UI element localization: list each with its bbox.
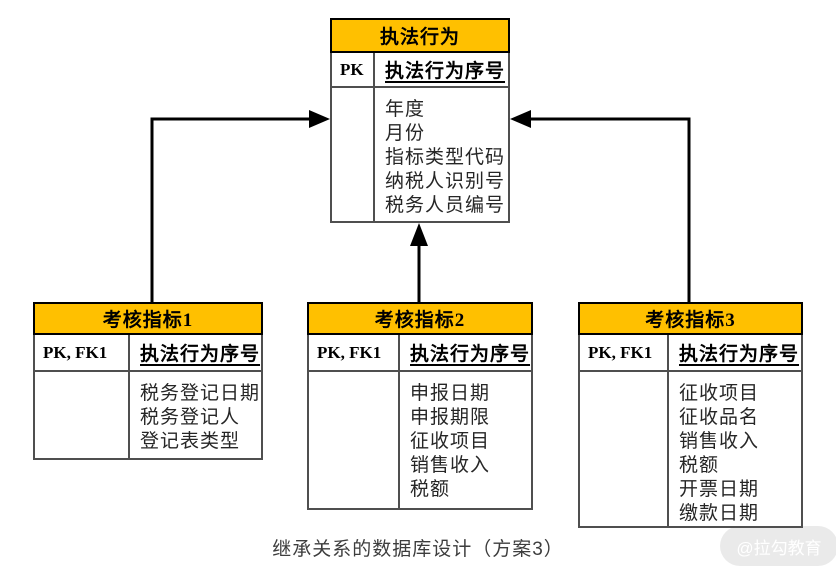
key-field: 执法行为序号 [410, 344, 531, 365]
field-item: 税额 [679, 455, 720, 476]
entity-title: 执法行为 [330, 18, 510, 53]
key-label: PK, FK1 [309, 335, 400, 370]
field-item: 年度 [385, 99, 426, 120]
key-label: PK, FK1 [35, 335, 130, 370]
entity-title: 考核指标1 [33, 302, 263, 335]
key-field: 执法行为序号 [140, 344, 261, 365]
key-column-spacer [332, 88, 375, 221]
field-item: 指标类型代码 [385, 147, 506, 168]
field-list: 申报日期申报期限征收项目销售收入税额 [400, 372, 531, 508]
key-field: 执法行为序号 [385, 61, 506, 82]
field-item: 税务登记日期 [140, 383, 261, 404]
connector-child2-to-parent [410, 223, 428, 302]
field-item: 申报日期 [410, 383, 491, 404]
key-label: PK [332, 53, 375, 86]
field-item: 销售收入 [679, 431, 760, 452]
entity-table-child2: 考核指标2 PK, FK1 执法行为序号 申报日期申报期限征收项目销售收入税额 [307, 302, 533, 510]
entity-table-child3: 考核指标3 PK, FK1 执法行为序号 征收项目征收品名销售收入税额开票日期缴… [578, 302, 803, 528]
field-item: 税额 [410, 479, 451, 500]
field-item: 征收项目 [410, 431, 491, 452]
entity-title: 考核指标3 [578, 302, 803, 335]
entity-table-parent: 执法行为 PK 执法行为序号 年度月份指标类型代码纳税人识别号税务人员编号 [330, 18, 510, 223]
entity-title: 考核指标2 [307, 302, 533, 335]
field-list: 年度月份指标类型代码纳税人识别号税务人员编号 [375, 88, 508, 221]
field-item: 征收项目 [679, 383, 760, 404]
field-item: 开票日期 [679, 479, 760, 500]
field-list: 征收项目征收品名销售收入税额开票日期缴款日期 [669, 372, 801, 526]
field-item: 征收品名 [679, 407, 760, 428]
field-item: 申报期限 [410, 407, 491, 428]
field-item: 缴款日期 [679, 503, 760, 524]
field-item: 月份 [385, 123, 426, 144]
field-item: 销售收入 [410, 455, 491, 476]
key-label: PK, FK1 [580, 335, 669, 370]
diagram-caption: 继承关系的数据库设计（方案3） [272, 539, 564, 560]
entity-table-child1: 考核指标1 PK, FK1 执法行为序号 税务登记日期税务登记人登记表类型 [33, 302, 263, 460]
key-column-spacer [309, 372, 400, 508]
field-list: 税务登记日期税务登记人登记表类型 [130, 372, 261, 458]
field-item: 纳税人识别号 [385, 171, 506, 192]
field-item: 登记表类型 [140, 431, 241, 452]
key-column-spacer [580, 372, 669, 526]
key-column-spacer [35, 372, 130, 458]
watermark-badge: @拉勾教育 [720, 526, 836, 566]
field-item: 税务登记人 [140, 407, 241, 428]
connector-child1-to-parent [150, 110, 330, 302]
field-item: 税务人员编号 [385, 195, 506, 216]
key-field: 执法行为序号 [679, 344, 800, 365]
connector-child3-to-parent [510, 110, 691, 302]
